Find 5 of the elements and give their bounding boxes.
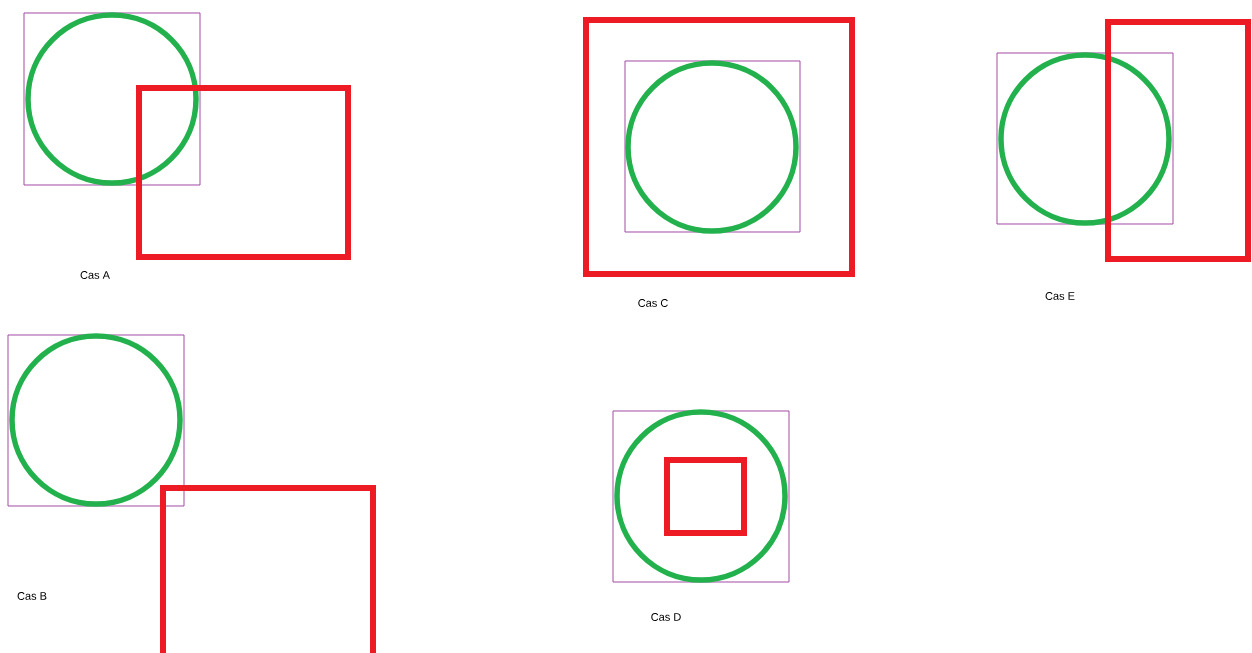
case-label: Cas A bbox=[80, 271, 110, 279]
case-label: Cas C bbox=[638, 299, 668, 307]
case-label: Cas E bbox=[1045, 292, 1075, 300]
case-label: Cas D bbox=[651, 613, 681, 621]
case-label: Cas B bbox=[17, 592, 47, 600]
